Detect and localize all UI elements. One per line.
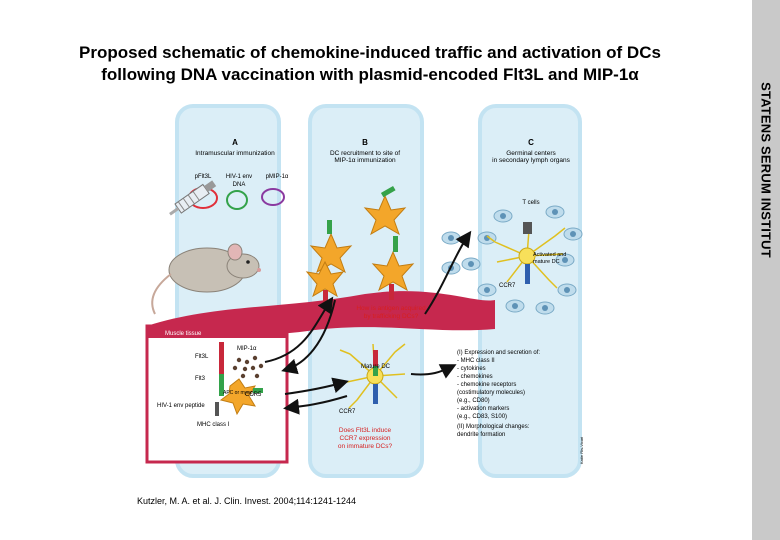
list-line-0: (I) Expression and secretion of: — [457, 350, 540, 356]
peptide-label: HIV-1 env peptide — [157, 403, 205, 409]
activated-dc-mhc — [523, 222, 532, 234]
activated-dc-icon — [486, 227, 566, 289]
dna-label: DNA — [233, 182, 246, 188]
question-2-line-2: CCR7 expression — [340, 435, 391, 442]
ccr7-label-b: CCR7 — [339, 409, 356, 415]
question-2-line-1: Does Flt3L induce — [339, 427, 392, 434]
mature-dc-label: Mature DC — [361, 364, 391, 370]
arrow-mature-to-apc — [283, 395, 348, 415]
mhc-label: MHC class I — [197, 422, 230, 428]
list-line-3: - chemokines — [457, 374, 493, 380]
mature-dc-green-receptor — [373, 366, 378, 376]
apc-cell-icon — [219, 378, 257, 416]
mhc-receptor — [215, 402, 219, 416]
side-label-container: STATENS SERUM INSTITUT — [752, 0, 780, 540]
dc-cell-left — [309, 220, 353, 274]
list-line-6: (e.g., CD80) — [457, 398, 490, 404]
panel-b-heading-1: DC recruitment to site of — [330, 150, 400, 157]
activated-dc-label-2: mature DC — [533, 259, 560, 265]
schematic-figure: A Intramuscular immunization pFlt3L HIV-… — [145, 104, 584, 478]
arrow-b-to-muscle — [281, 299, 336, 375]
list-line-10: dendrite formation — [457, 432, 505, 438]
mature-dc-ccr7-receptor — [373, 384, 378, 404]
arrow-apc-to-mature — [284, 377, 349, 395]
question-2-line-3: on immature DCs? — [338, 443, 393, 450]
arrow-a-to-b — [264, 296, 334, 363]
question-1-line-2: by trafficking DCs? — [364, 313, 419, 320]
flt3-receptor — [219, 374, 224, 396]
ccr7-label-c: CCR7 — [499, 283, 516, 289]
arrow-b-to-c — [424, 230, 472, 315]
arrow-mature-to-c — [410, 364, 457, 379]
dc-cell-top — [363, 185, 407, 236]
plasmid-label-mip: pMIP-1α — [266, 174, 289, 180]
credit-label: Katie Ris-Vicari — [579, 437, 584, 464]
flt3l-label: Flt3L — [195, 354, 209, 360]
apc-label: APC or myocyte — [223, 390, 259, 396]
list-line-2: - cytokines — [457, 366, 486, 372]
panel-a-letter: A — [232, 138, 238, 147]
tcells-label: T cells — [522, 200, 539, 206]
mip-label: MIP-1α — [237, 346, 257, 352]
flt3l-receptor — [219, 342, 224, 388]
ccr5-receptor — [253, 388, 263, 393]
panel-a-heading: Intramuscular immunization — [195, 150, 275, 157]
muscle-box — [145, 324, 289, 464]
mature-dc-red-receptor — [373, 350, 378, 368]
syringe-icon — [169, 180, 217, 216]
plasmid-env-icon — [226, 190, 248, 210]
flt3-label: Flt3 — [195, 376, 206, 382]
panel-c-heading-2: in secondary lymph organs — [492, 157, 570, 164]
list-line-8: (e.g., CD83, S100) — [457, 414, 507, 420]
page-title: Proposed schematic of chemokine-induced … — [10, 42, 730, 86]
list-line-5: (costimulatory molecules) — [457, 390, 525, 396]
list-line-7: - activation markers — [457, 406, 509, 412]
ccr5-label: CCR5 — [245, 392, 262, 398]
panel-c-heading-1: Germinal centers — [506, 150, 556, 157]
side-bar — [752, 0, 780, 540]
title-line-2: following DNA vaccination with plasmid-e… — [101, 65, 639, 84]
panel-c-letter: C — [528, 138, 534, 147]
activated-dc-ccr7 — [525, 264, 530, 284]
list-line-1: - MHC class II — [457, 358, 495, 364]
list-line-9: (II) Morphological changes: — [457, 424, 530, 430]
side-label: STATENS SERUM INSTITUT — [758, 82, 774, 258]
plasmid-label-flt3l: pFlt3L — [195, 174, 212, 180]
question-1-line-1: How is antigen acquired — [356, 305, 426, 312]
mouse-icon — [151, 243, 261, 315]
panel-b-heading-2: MIP-1α immunization — [334, 157, 396, 164]
plasmid-mip-icon — [261, 188, 285, 206]
list-line-4: - chemokine receptors — [457, 382, 516, 388]
plasmid-label-env: HIV-1 env — [226, 174, 252, 180]
activated-dc-label-1: Activated and — [533, 252, 566, 258]
dc-cell-right — [371, 236, 415, 300]
title-line-1: Proposed schematic of chemokine-induced … — [79, 43, 661, 62]
panel-c-list: (I) Expression and secretion of: - MHC c… — [457, 350, 540, 438]
muscle-label: Muscle tissue — [165, 331, 202, 337]
citation: Kutzler, M. A. et al. J. Clin. Invest. 2… — [137, 496, 356, 506]
panel-b-letter: B — [362, 138, 368, 147]
chemokine-dots — [232, 355, 264, 379]
